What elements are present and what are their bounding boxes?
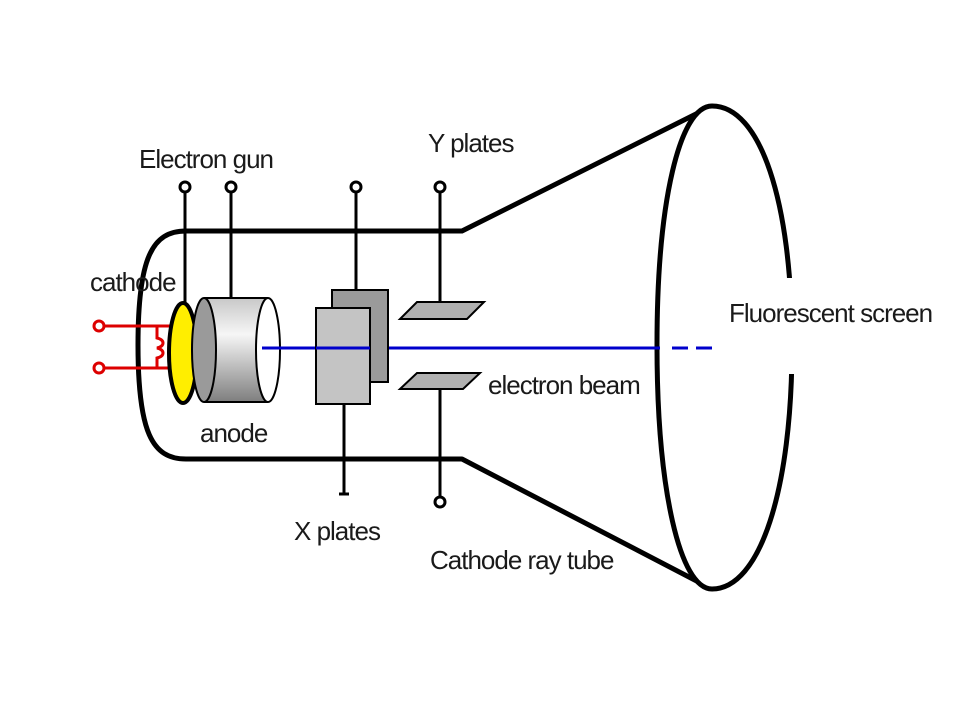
label-anode: anode <box>200 418 268 448</box>
heater-wires <box>92 319 177 375</box>
label-cathode: cathode <box>90 267 176 297</box>
label-y-plates: Y plates <box>428 128 514 158</box>
anode-cylinder <box>191 297 281 403</box>
label-x-plates: X plates <box>294 516 381 546</box>
y-plates <box>397 180 487 509</box>
tube-neck-outline <box>135 103 714 592</box>
x-plates <box>315 180 389 496</box>
label-electron-beam: electron beam <box>488 370 640 400</box>
screen-outline <box>654 103 795 592</box>
screen-gap <box>780 278 800 374</box>
label-cathode-ray-tube: Cathode ray tube <box>430 545 614 575</box>
electron-gun-terminals <box>178 180 238 305</box>
label-fluorescent-screen: Fluorescent screen <box>729 298 932 328</box>
label-electron-gun: Electron gun <box>139 144 273 174</box>
